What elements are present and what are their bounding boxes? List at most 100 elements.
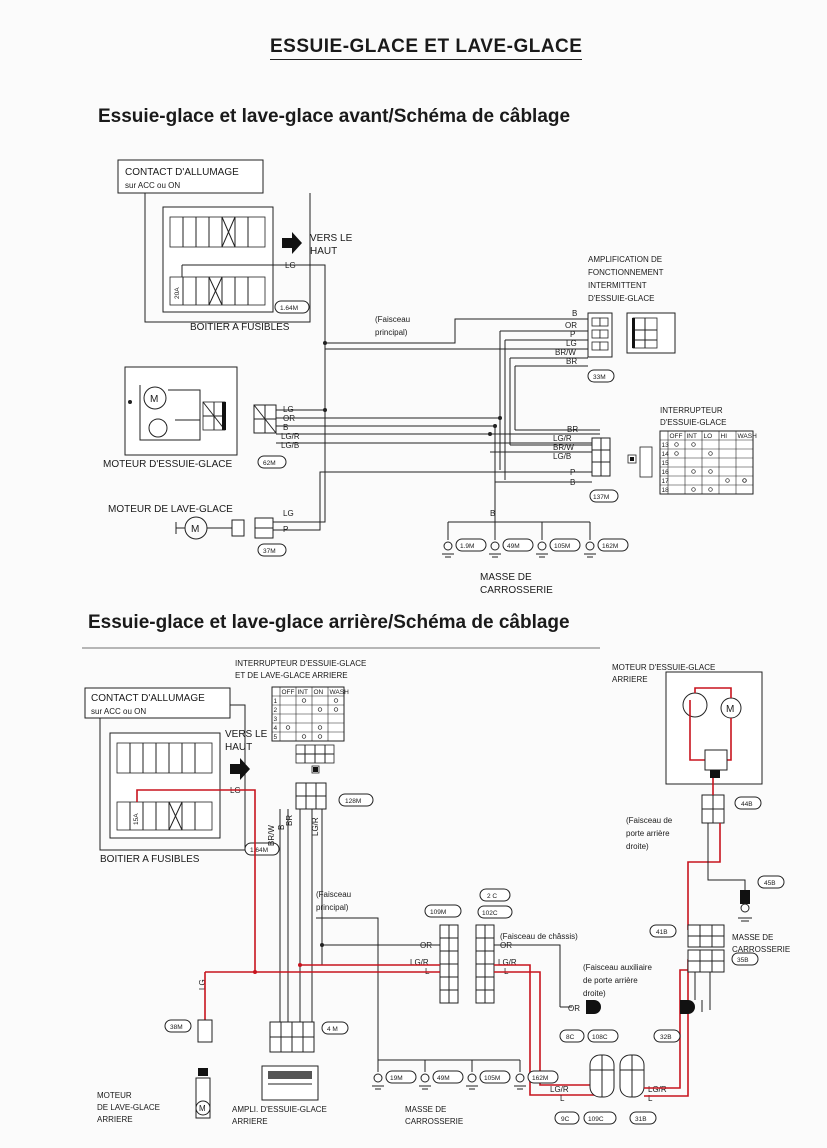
wire-label: LG/R (311, 817, 320, 836)
rear-conn-38m: 38M (170, 1024, 183, 1031)
rear-fuse-conn: 1.64M (250, 847, 268, 854)
front-washer-conn: 37M (263, 548, 276, 555)
ground-connector-label: 105M (484, 1075, 500, 1082)
front-switch-label-2: D'ESSUIE-GLACE (660, 418, 726, 427)
rear-section-title: Essuie-glace et lave-glace arrière/Schém… (88, 612, 570, 633)
rear-ground-label: MASSE DE (405, 1105, 446, 1114)
front-switch-conn: 137M (593, 494, 609, 501)
switch-row-label: 4 (274, 725, 278, 732)
rear-conn-8c: 8C (566, 1034, 575, 1041)
switch-row-label: 14 (662, 451, 670, 458)
switch-row-label: 18 (662, 487, 670, 494)
ground-connector-label: 1.9M (460, 543, 474, 550)
switch-column-header: OFF (282, 689, 295, 696)
front-ignition-sub: sur ACC ou ON (125, 181, 180, 190)
rear-switch-label-2: ET DE LAVE-GLACE ARRIERE (235, 671, 348, 680)
front-motor-conn: 62M (263, 460, 276, 467)
rear-chassis-harness: (Faisceau de châssis) (500, 932, 578, 941)
svg-text:M: M (191, 524, 199, 535)
rear-fuse-box-label: BOITIER A FUSIBLES (100, 854, 200, 865)
rear-conn-32b: 32B (660, 1034, 672, 1041)
switch-row-label: 2 (274, 707, 278, 714)
front-fuse-box-label: BOITIER A FUSIBLES (190, 322, 290, 333)
rear-wiring-diagram: INTERRUPTEUR D'ESSUIE-GLACE ET DE LAVE-G… (84, 659, 790, 1126)
wire-label: LG/R (648, 1085, 667, 1094)
switch-column-header: INT (298, 689, 309, 696)
rear-ignition-sub: sur ACC ou ON (91, 707, 146, 716)
rear-to-top-arrow-icon (230, 758, 250, 780)
ground-connector-label: 49M (507, 543, 520, 550)
switch-row-label: 1 (274, 698, 278, 705)
rear-amp-label-2: ARRIERE (232, 1117, 268, 1126)
rear-switch-conn: 128M (345, 798, 361, 805)
rear-to-top-label-2: HAUT (225, 742, 252, 753)
wire-label: OR (565, 321, 577, 330)
front-washer-label: MOTEUR DE LAVE-GLACE (108, 504, 233, 515)
wire-label: B (277, 825, 286, 830)
wire-label: BR (285, 815, 294, 826)
rear-conn-109c: 109C (588, 1116, 604, 1123)
wire-label: P (570, 330, 575, 339)
wire-label: BR/W (555, 348, 576, 357)
rear-ground-right-label: MASSE DE (732, 933, 773, 942)
rear-switch-label: INTERRUPTEUR D'ESSUIE-GLACE (235, 659, 366, 668)
switch-column-header: OFF (670, 433, 683, 440)
rear-aux-harness-3: droite) (583, 989, 606, 998)
front-wiring-diagram: CONTACT D'ALLUMAGE sur ACC ou ON 20A BOI… (103, 159, 758, 596)
rear-motor-label: MOTEUR D'ESSUIE-GLACE (612, 663, 715, 672)
rear-door-harness-2: porte arrière (626, 829, 670, 838)
wire-label: LG/R (498, 958, 517, 967)
svg-text:M: M (726, 704, 734, 715)
switch-column-header: ON (314, 689, 324, 696)
rear-washer-label-2: DE LAVE-GLACE (97, 1103, 160, 1112)
switch-row-label: 17 (662, 478, 670, 485)
ground-connector-label: 162M (602, 543, 618, 550)
front-switch-label: INTERRUPTEUR (660, 406, 723, 415)
switch-column-header: LO (704, 433, 713, 440)
rear-door-conn: 44B (741, 801, 753, 808)
wire-label: LG/R (410, 958, 429, 967)
switch-row-label: 15 (662, 460, 670, 467)
rear-door-harness: (Faisceau de (626, 816, 673, 825)
switch-column-header: WASH (738, 433, 758, 440)
ground-connector-label: 105M (554, 543, 570, 550)
rear-fuse-rating: 15A (133, 813, 140, 825)
switch-row-label: 3 (274, 716, 278, 723)
switch-column-header: WASH (330, 689, 350, 696)
ground-connector-label: 49M (437, 1075, 450, 1082)
front-to-top-arrow-icon (282, 232, 302, 254)
front-amp-label-2: FONCTIONNEMENT (588, 268, 664, 277)
wire-label: B (283, 423, 288, 432)
front-motor-label: MOTEUR D'ESSUIE-GLACE (103, 459, 232, 470)
rear-aux-harness-2: de porte arrière (583, 976, 638, 985)
front-to-top-label-2: HAUT (310, 246, 337, 257)
front-section-title: Essuie-glace et lave-glace avant/Schéma … (98, 106, 571, 127)
wire-label: LG (285, 261, 296, 270)
wire-label: LG (566, 339, 577, 348)
rear-ignition-box (84, 687, 231, 719)
front-amp-conn: 33M (593, 374, 606, 381)
ground-connector-label: 19M (390, 1075, 403, 1082)
switch-column-header: INT (687, 433, 698, 440)
wire-label: BR (566, 357, 577, 366)
rear-amp-label: AMPLI. D'ESSUIE-GLACE (232, 1105, 327, 1114)
rear-conn-31b: 31B (635, 1116, 647, 1123)
rear-conn-2c: 2 C (487, 893, 497, 900)
rear-ignition-label: CONTACT D'ALLUMAGE (91, 693, 205, 704)
wire-label: LG (283, 509, 294, 518)
rear-conn-102c: 102C (482, 910, 498, 917)
front-ignition-label: CONTACT D'ALLUMAGE (125, 167, 239, 178)
rear-washer-label-3: ARRIERE (97, 1115, 133, 1124)
rear-ground-right-label-2: CARROSSERIE (732, 945, 790, 954)
rear-conn-108c: 108C (592, 1034, 608, 1041)
wire-label: B (490, 509, 495, 518)
front-harness-label-2: principal) (375, 328, 408, 337)
front-grounds: 1.9M 49M 105M 162M (442, 538, 629, 558)
front-amp-label-3: INTERMITTENT (588, 281, 647, 290)
rear-ground-label-2: CARROSSERIE (405, 1117, 463, 1126)
